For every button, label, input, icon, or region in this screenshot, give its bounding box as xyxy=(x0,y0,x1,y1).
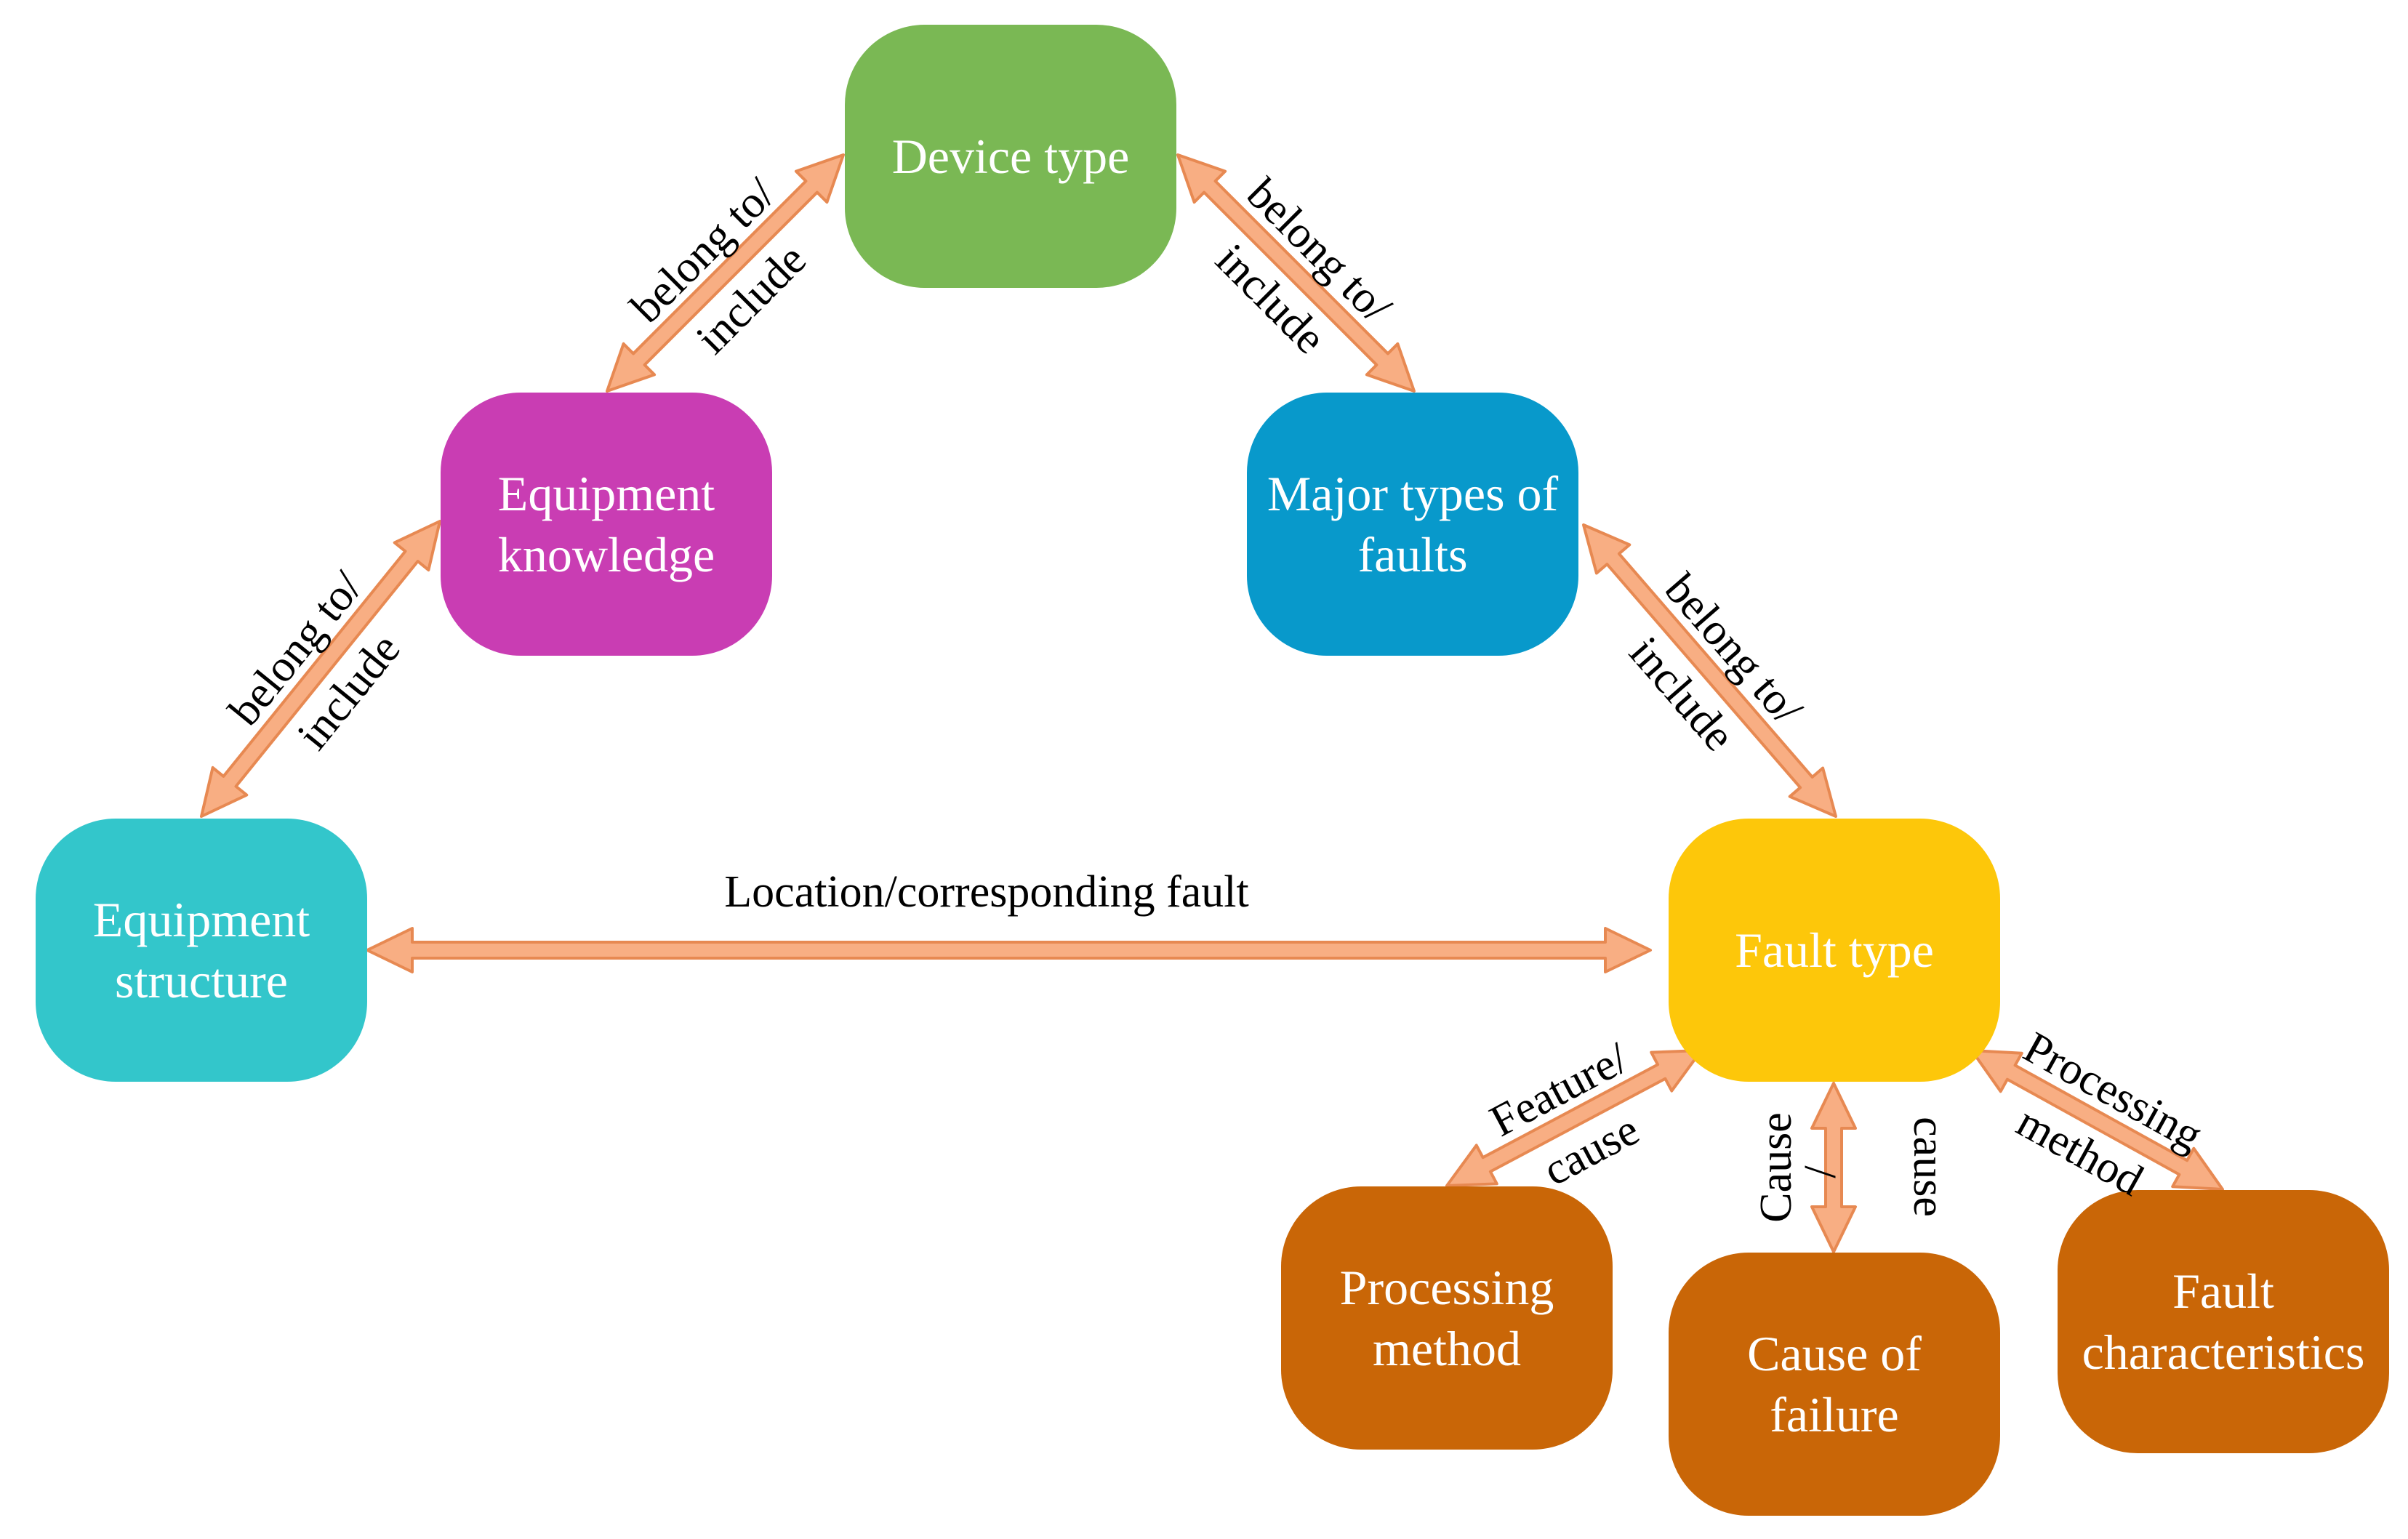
arrow-fault-cause xyxy=(1810,1082,1857,1253)
edge-label-fault-cause: Cause / cause xyxy=(1751,1112,1954,1223)
node-processing-method[interactable]: Processing method xyxy=(1281,1186,1613,1450)
node-equipment-knowledge[interactable]: Equipment knowledge xyxy=(441,393,772,656)
edge-label-structure-fault: Location/corresponding fault xyxy=(724,867,1248,917)
node-major-types-of-faults-label-1: Major types of xyxy=(1267,466,1559,521)
node-processing-method-label-2: method xyxy=(1373,1321,1521,1376)
node-cause-of-failure[interactable]: Cause of failure xyxy=(1669,1253,2000,1516)
node-device-type[interactable]: Device type xyxy=(845,25,1176,288)
node-equipment-structure-label-1: Equipment xyxy=(93,892,310,947)
node-cause-of-failure-label-1: Cause of xyxy=(1747,1326,1922,1381)
arrow-major-fault xyxy=(1582,523,1837,818)
edge-label-fault-cause-line-2: / xyxy=(1796,1165,1845,1178)
edge-label-fault-cause-line-1: Cause xyxy=(1751,1112,1801,1223)
node-device-type-label: Device type xyxy=(892,129,1130,184)
arrow-device-major xyxy=(1176,153,1416,393)
node-equipment-knowledge-label-2: knowledge xyxy=(498,527,715,582)
node-fault-type-label: Fault type xyxy=(1735,923,1934,978)
node-equipment-structure[interactable]: Equipment structure xyxy=(36,819,367,1082)
node-fault-characteristics[interactable]: Fault characteristics xyxy=(2058,1190,2389,1453)
arrow-fault-characteristics xyxy=(1970,1049,2224,1191)
node-processing-method-label-1: Processing xyxy=(1340,1260,1554,1315)
node-equipment-knowledge-label-1: Equipment xyxy=(498,466,715,521)
node-major-types-of-faults-label-2: faults xyxy=(1357,527,1467,582)
node-fault-characteristics-label-1: Fault xyxy=(2172,1263,2274,1319)
arrow-structure-knowledge xyxy=(200,520,441,818)
node-cause-of-failure-label-2: failure xyxy=(1770,1387,1898,1442)
node-major-types-of-faults[interactable]: Major types of faults xyxy=(1247,393,1578,656)
node-fault-type[interactable]: Fault type xyxy=(1669,819,2000,1082)
edge-label-fault-cause-line-3: cause xyxy=(1904,1117,1954,1217)
arrow-knowledge-device xyxy=(606,153,845,393)
node-equipment-structure-label-2: structure xyxy=(115,953,288,1008)
arrow-structure-fault xyxy=(366,927,1652,973)
node-fault-characteristics-label-2: characteristics xyxy=(2082,1325,2365,1380)
